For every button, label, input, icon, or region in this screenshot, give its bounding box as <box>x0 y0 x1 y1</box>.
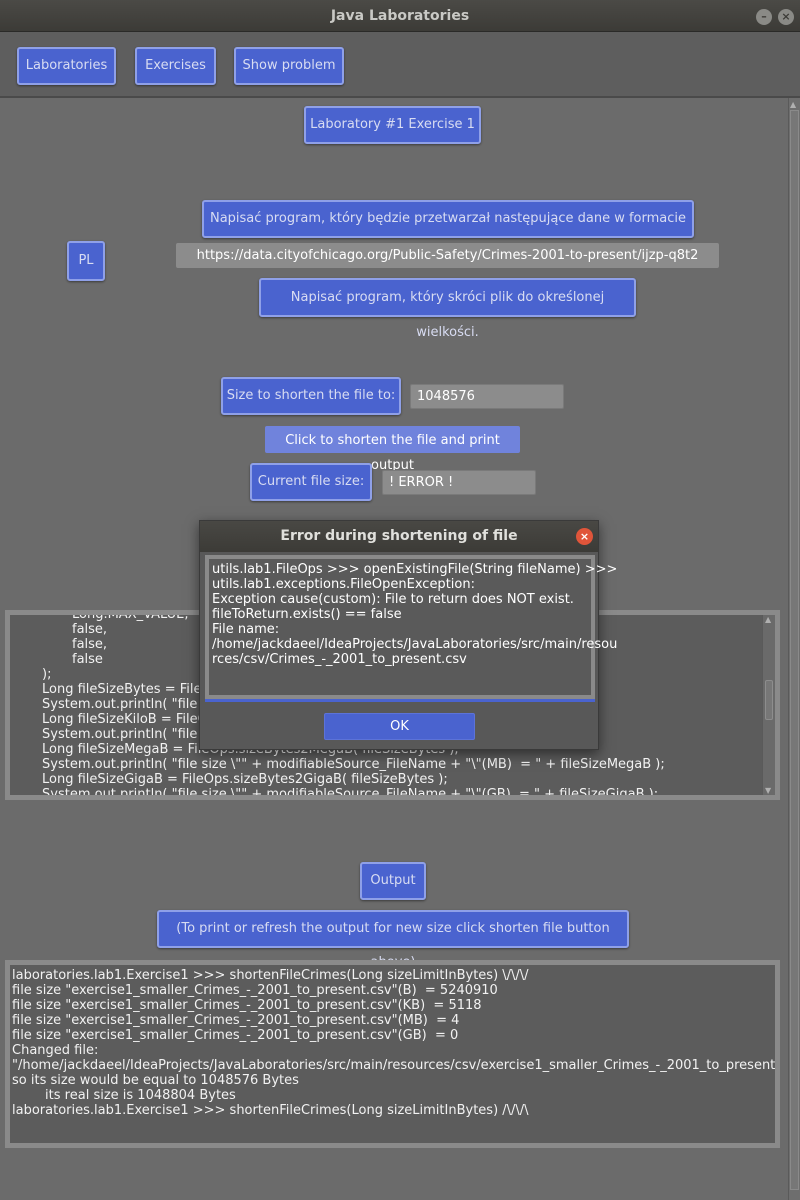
output-line: its real size is 1048804 Bytes <box>12 1088 236 1103</box>
current-file-size-value: ! ERROR ! <box>382 470 536 495</box>
window-scrollbar-thumb[interactable] <box>790 110 799 1190</box>
error-dialog: Error during shortening of file × utils.… <box>199 520 618 750</box>
code-scrollbar[interactable]: ▲ ▼ <box>762 615 775 795</box>
scroll-up-icon[interactable]: ▲ <box>790 100 797 109</box>
output-button[interactable]: Output <box>360 862 426 900</box>
error-message-box[interactable]: utils.lab1.FileOps >>> openExistingFile(… <box>205 555 618 699</box>
output-line: file size "exercise1_smaller_Crimes_-_20… <box>12 1013 460 1028</box>
code-line: Long.MAX_VALUE, <box>72 610 189 622</box>
code-line: Long fileSizeKiloB = FileOp <box>42 712 217 727</box>
toolbar: Laboratories Exercises Show problem <box>0 32 800 98</box>
error-message-line: utils.lab1.exceptions.FileOpenException: <box>212 577 475 592</box>
output-lines: laboratories.lab1.Exercise1 >>> shortenF… <box>12 968 780 1118</box>
scroll-up-icon[interactable]: ▲ <box>765 615 772 624</box>
window-title: Java Laboratories <box>330 8 470 24</box>
code-line: System.out.println( "file size \"" + mod… <box>42 787 659 800</box>
code-line: false <box>72 652 103 667</box>
output-line: laboratories.lab1.Exercise1 >>> shortenF… <box>12 1103 529 1118</box>
output-line: Changed file: <box>12 1043 99 1058</box>
code-line: false, <box>72 637 108 652</box>
code-line: System.out.println( "file si <box>42 697 212 712</box>
output-line: so its size would be equal to 1048576 By… <box>12 1073 299 1088</box>
size-input[interactable]: 1048576 <box>410 384 564 409</box>
code-line: ); <box>42 667 52 682</box>
output-text-area[interactable]: laboratories.lab1.Exercise1 >>> shortenF… <box>5 960 780 1148</box>
window-scrollbar[interactable]: ▲ <box>788 98 800 1200</box>
dialog-title: Error during shortening of file <box>200 521 598 552</box>
data-url-field[interactable]: https://data.cityofchicago.org/Public-Sa… <box>176 243 719 268</box>
show-problem-button[interactable]: Show problem <box>234 47 344 85</box>
code-line: false, <box>72 622 108 637</box>
output-line: "/home/jackdaeel/IdeaProjects/JavaLabora… <box>12 1058 780 1073</box>
code-scrollbar-thumb[interactable] <box>765 680 773 720</box>
exercises-button[interactable]: Exercises <box>135 47 216 85</box>
output-line: laboratories.lab1.Exercise1 >>> shortenF… <box>12 968 529 983</box>
code-line: System.out.println( "file size \"" + mod… <box>42 757 665 772</box>
output-hint: (To print or refresh the output for new … <box>157 910 629 970</box>
error-message-line: fileToReturn.exists() == false <box>212 607 402 622</box>
code-line: System.out.println( "file si <box>42 727 212 742</box>
error-message-line: File name: <box>212 622 280 637</box>
ok-button[interactable]: OK <box>324 713 475 740</box>
close-window-icon[interactable]: × <box>778 9 794 25</box>
language-pl-button[interactable]: PL <box>67 241 105 281</box>
size-to-shorten-label: Size to shorten the file to: <box>221 377 401 415</box>
output-line: file size "exercise1_smaller_Crimes_-_20… <box>12 1028 459 1043</box>
close-icon[interactable]: × <box>576 528 593 545</box>
output-line: file size "exercise1_smaller_Crimes_-_20… <box>12 983 498 998</box>
error-message-line: utils.lab1.FileOps >>> openExistingFile(… <box>212 562 618 577</box>
lab-exercise-title-button[interactable]: Laboratory #1 Exercise 1 <box>304 106 481 144</box>
dialog-separator <box>205 699 595 702</box>
scroll-down-icon[interactable]: ▼ <box>765 786 772 795</box>
minimize-icon[interactable]: – <box>756 9 772 25</box>
error-message-line: /home/jackdaeel/IdeaProjects/JavaLaborat… <box>212 637 618 652</box>
current-file-size-label: Current file size: <box>250 463 372 501</box>
problem-description-1: Napisać program, który będzie przetwarza… <box>202 200 694 260</box>
error-message-line: Exception cause(custom): File to return … <box>212 592 574 607</box>
shorten-file-button[interactable]: Click to shorten the file and print outp… <box>265 426 520 473</box>
error-message-lines: utils.lab1.FileOps >>> openExistingFile(… <box>212 562 618 667</box>
problem-description-2: Napisać program, który skróci plik do ok… <box>259 278 636 340</box>
code-line: Long fileSizeGigaB = FileOps.sizeBytes2G… <box>42 772 448 787</box>
code-line: Long fileSizeBytes = FileO <box>42 682 212 697</box>
laboratories-button[interactable]: Laboratories <box>17 47 116 85</box>
error-message-line: rces/csv/Crimes_-_2001_to_present.csv <box>212 652 467 667</box>
output-line: file size "exercise1_smaller_Crimes_-_20… <box>12 998 482 1013</box>
window-titlebar: Java Laboratories – × <box>0 0 800 32</box>
